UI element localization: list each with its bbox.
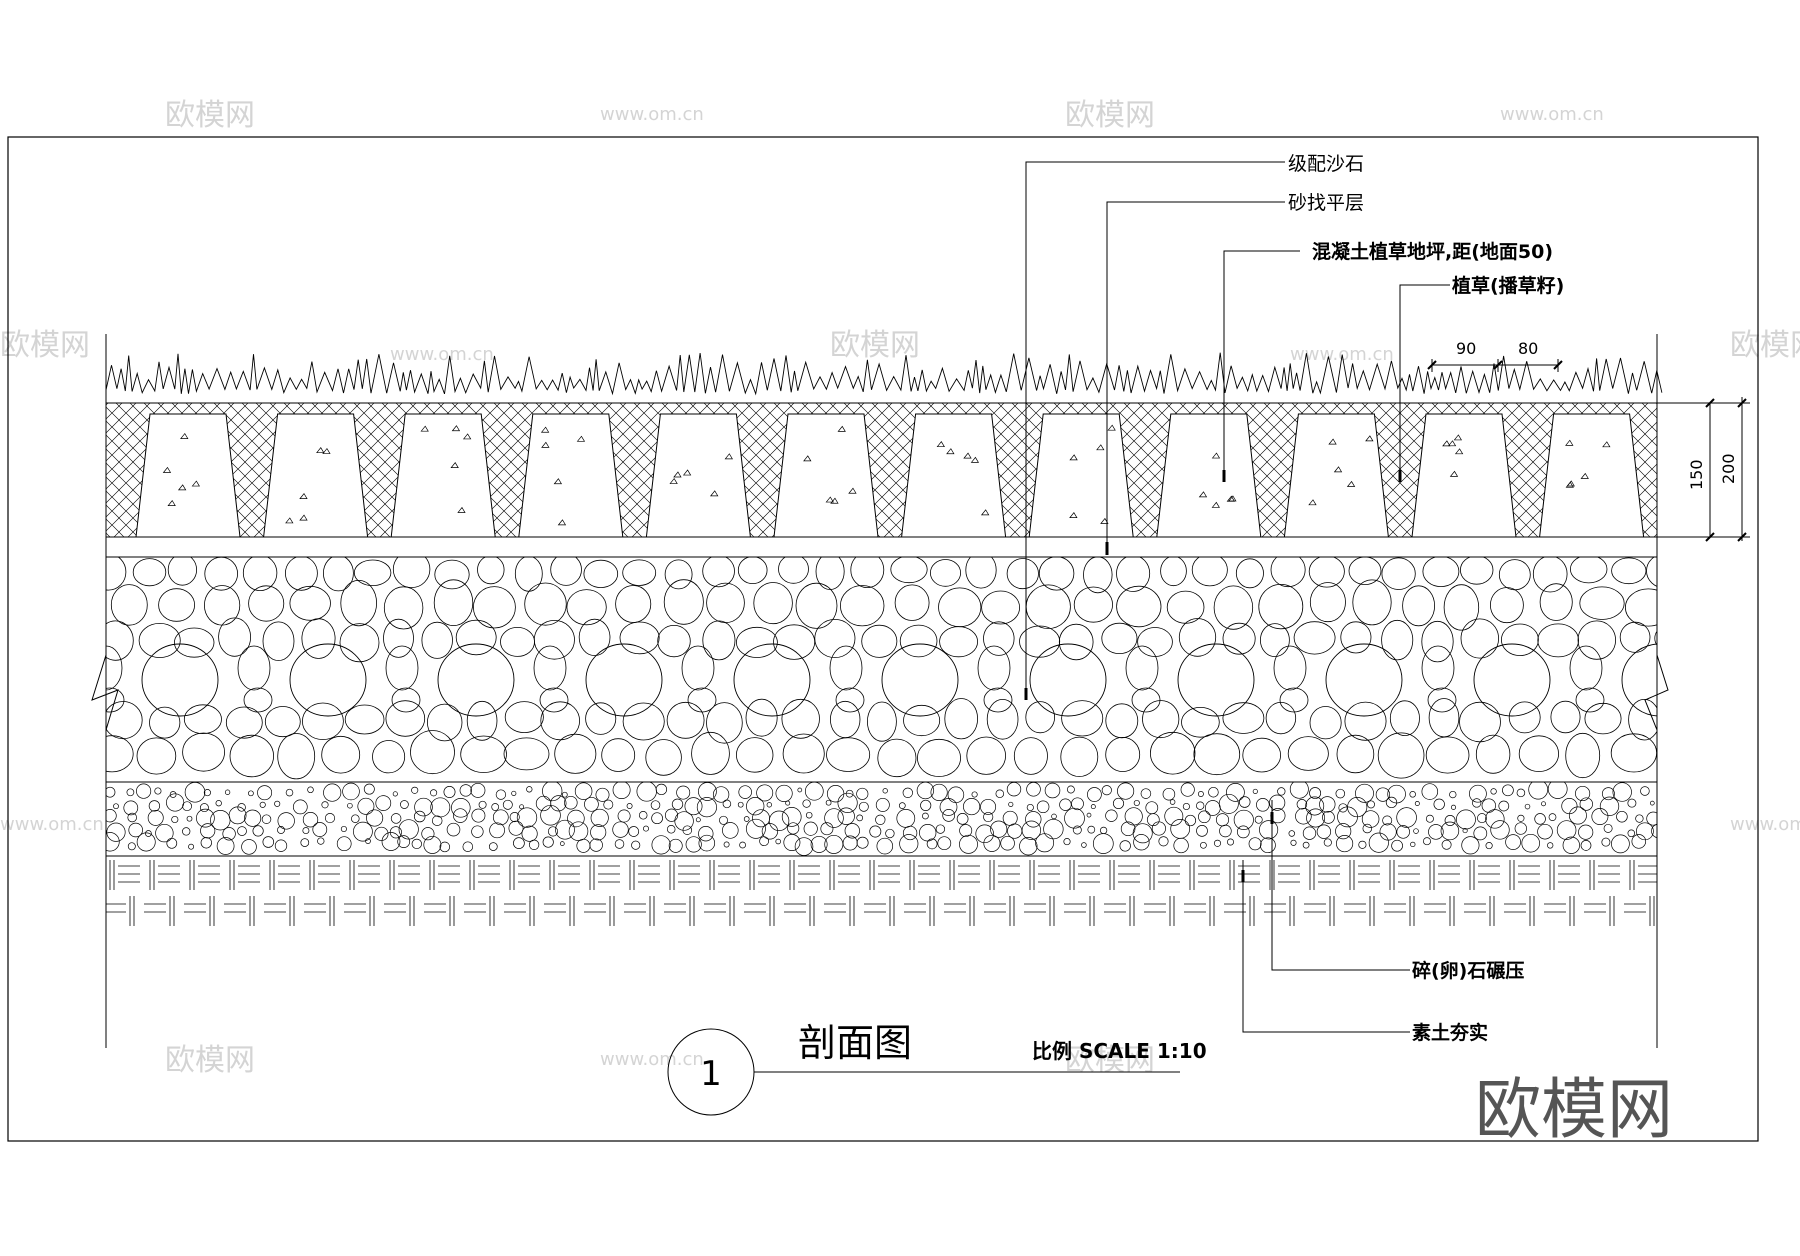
label-graded-sand-gravel: 级配沙石 <box>1288 153 1364 175</box>
grass-paver-block <box>1411 413 1517 538</box>
dimension-label-80: 80 <box>1518 339 1538 358</box>
label-compacted-soil: 素土夯实 <box>1412 1021 1488 1044</box>
grass-line <box>105 352 1663 396</box>
compacted-soil-layer <box>106 855 1657 930</box>
watermark-text: 欧模网 <box>165 98 255 133</box>
drawing-scale: 比例 SCALE 1:10 <box>1032 1039 1207 1063</box>
watermark-text: www.om.cn <box>600 104 704 125</box>
leader-lines <box>1025 161 1450 1033</box>
concrete-paver-layer <box>105 402 1658 538</box>
dimension-side <box>1657 397 1750 542</box>
graded-stone-layer <box>91 556 1669 783</box>
grass-paver-block <box>773 413 879 538</box>
crushed-pebble-layer <box>105 781 1658 857</box>
grass-paver-block <box>390 413 496 538</box>
grass-paver-block <box>518 413 624 538</box>
watermark-text: www.om.cn <box>1500 104 1604 125</box>
label-planted-grass: 植草(播草籽) <box>1452 274 1564 297</box>
watermark-text: 欧模网 <box>1730 328 1800 363</box>
drawing-title: 剖面图 <box>798 1021 912 1065</box>
grass-paver-block <box>645 413 751 538</box>
watermark-text: www.om.cn <box>0 814 104 835</box>
title-block: 1 剖面图 比例 SCALE 1:10 <box>667 1021 1207 1116</box>
grass-paver-block <box>263 413 369 538</box>
section-number: 1 <box>700 1054 722 1094</box>
brand-logo: 欧模网 <box>1475 1071 1673 1148</box>
label-concrete-grass-paver: 混凝土植草地坪,距(地面50) <box>1312 240 1553 263</box>
dimension-top <box>1427 359 1563 372</box>
dimension-label-150: 150 <box>1687 459 1706 490</box>
watermark-text: 欧模网 <box>1065 98 1155 133</box>
dimension-label-90: 90 <box>1456 339 1476 358</box>
watermark-text: 欧模网 <box>0 328 90 363</box>
dimension-label-200: 200 <box>1719 453 1738 484</box>
label-sand-leveling-layer: 砂找平层 <box>1288 192 1364 214</box>
label-crushed-stone-rolled: 碎(卵)石碾压 <box>1412 959 1524 982</box>
watermark-text: www.om.cn <box>390 344 494 365</box>
watermark-text: 欧模网 <box>830 328 920 363</box>
watermark-text: www.om.cn <box>1730 814 1800 835</box>
grass-paver-block <box>901 413 1007 538</box>
drawing-frame <box>7 136 1759 1142</box>
watermark-text: www.om.cn <box>1290 344 1394 365</box>
watermark-text: 欧模网 <box>165 1043 255 1078</box>
watermark-text: www.om.cn <box>600 1049 704 1070</box>
grass-paver-block <box>1156 413 1262 538</box>
grass-paver-block <box>1283 413 1389 538</box>
sand-leveling-layer <box>105 536 1658 558</box>
grass-paver-block <box>1028 413 1134 538</box>
grass-paver-block <box>1539 413 1645 538</box>
grass-paver-block <box>135 413 241 538</box>
